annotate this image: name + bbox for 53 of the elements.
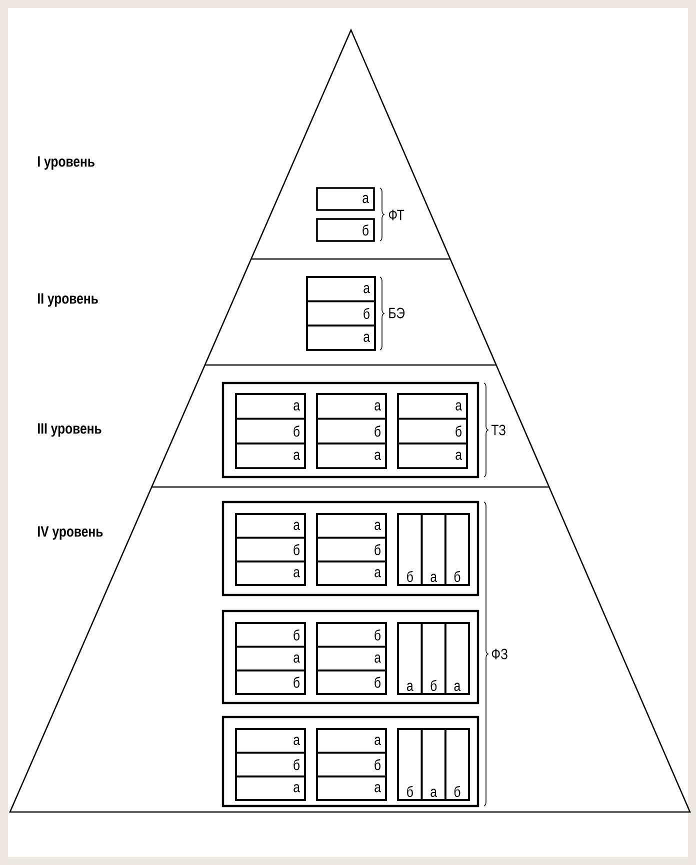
table-cell: а <box>235 775 306 801</box>
table-cell: а <box>306 324 376 351</box>
table-cell: б <box>444 513 470 586</box>
table-cell: а <box>235 442 306 470</box>
group-label: ФЗ <box>492 648 508 660</box>
table-cell: б <box>235 536 306 562</box>
group-frame <box>222 382 480 478</box>
table-cell: б <box>316 669 387 695</box>
group-frame <box>222 610 480 704</box>
level-label: I уровень <box>38 156 94 170</box>
table-cell: а <box>397 622 423 695</box>
table-cell: б <box>306 300 376 326</box>
table-cell: а <box>316 728 387 754</box>
table-cell: а <box>316 646 387 672</box>
table-cell: а <box>235 560 306 586</box>
table-cell: а <box>306 276 376 302</box>
table-cell: а <box>420 728 446 801</box>
table-cell: б <box>397 728 423 801</box>
table-cell: б <box>316 622 387 648</box>
group-label: ТЗ <box>491 424 506 436</box>
level-label: II уровень <box>38 293 98 307</box>
table-cell: б <box>235 622 306 648</box>
table-cell: б <box>235 752 306 778</box>
table-cell: а <box>316 560 387 586</box>
table-cell: а <box>316 775 387 801</box>
table-cell: б <box>397 418 468 444</box>
table-cell: а <box>235 513 306 539</box>
table-cell: а <box>316 187 375 211</box>
table-cell: а <box>316 393 387 420</box>
level-label: III уровень <box>38 423 102 437</box>
table-cell: а <box>235 728 306 754</box>
table-cell: б <box>235 669 306 695</box>
table-cell: а <box>316 442 387 470</box>
table-cell: а <box>444 622 470 695</box>
group-frame <box>222 716 480 808</box>
table-cell: а <box>420 513 446 586</box>
group-label: БЭ <box>389 308 405 318</box>
table-cell: б <box>444 728 470 801</box>
table-cell: б <box>316 536 387 562</box>
table-cell: б <box>397 513 423 586</box>
level-label: IV уровень <box>38 526 103 540</box>
table-cell: б <box>316 752 387 778</box>
table-cell: а <box>397 393 468 420</box>
group-frame <box>222 500 480 596</box>
table-cell: а <box>316 513 387 539</box>
table-cell: а <box>235 393 306 420</box>
table-cell: а <box>235 646 306 672</box>
table-cell: б <box>235 418 306 444</box>
table-cell: б <box>420 622 446 695</box>
table-cell: б <box>316 218 375 242</box>
group-label: ФТ <box>388 210 404 220</box>
table-cell: б <box>316 418 387 444</box>
table-cell: а <box>397 442 468 470</box>
